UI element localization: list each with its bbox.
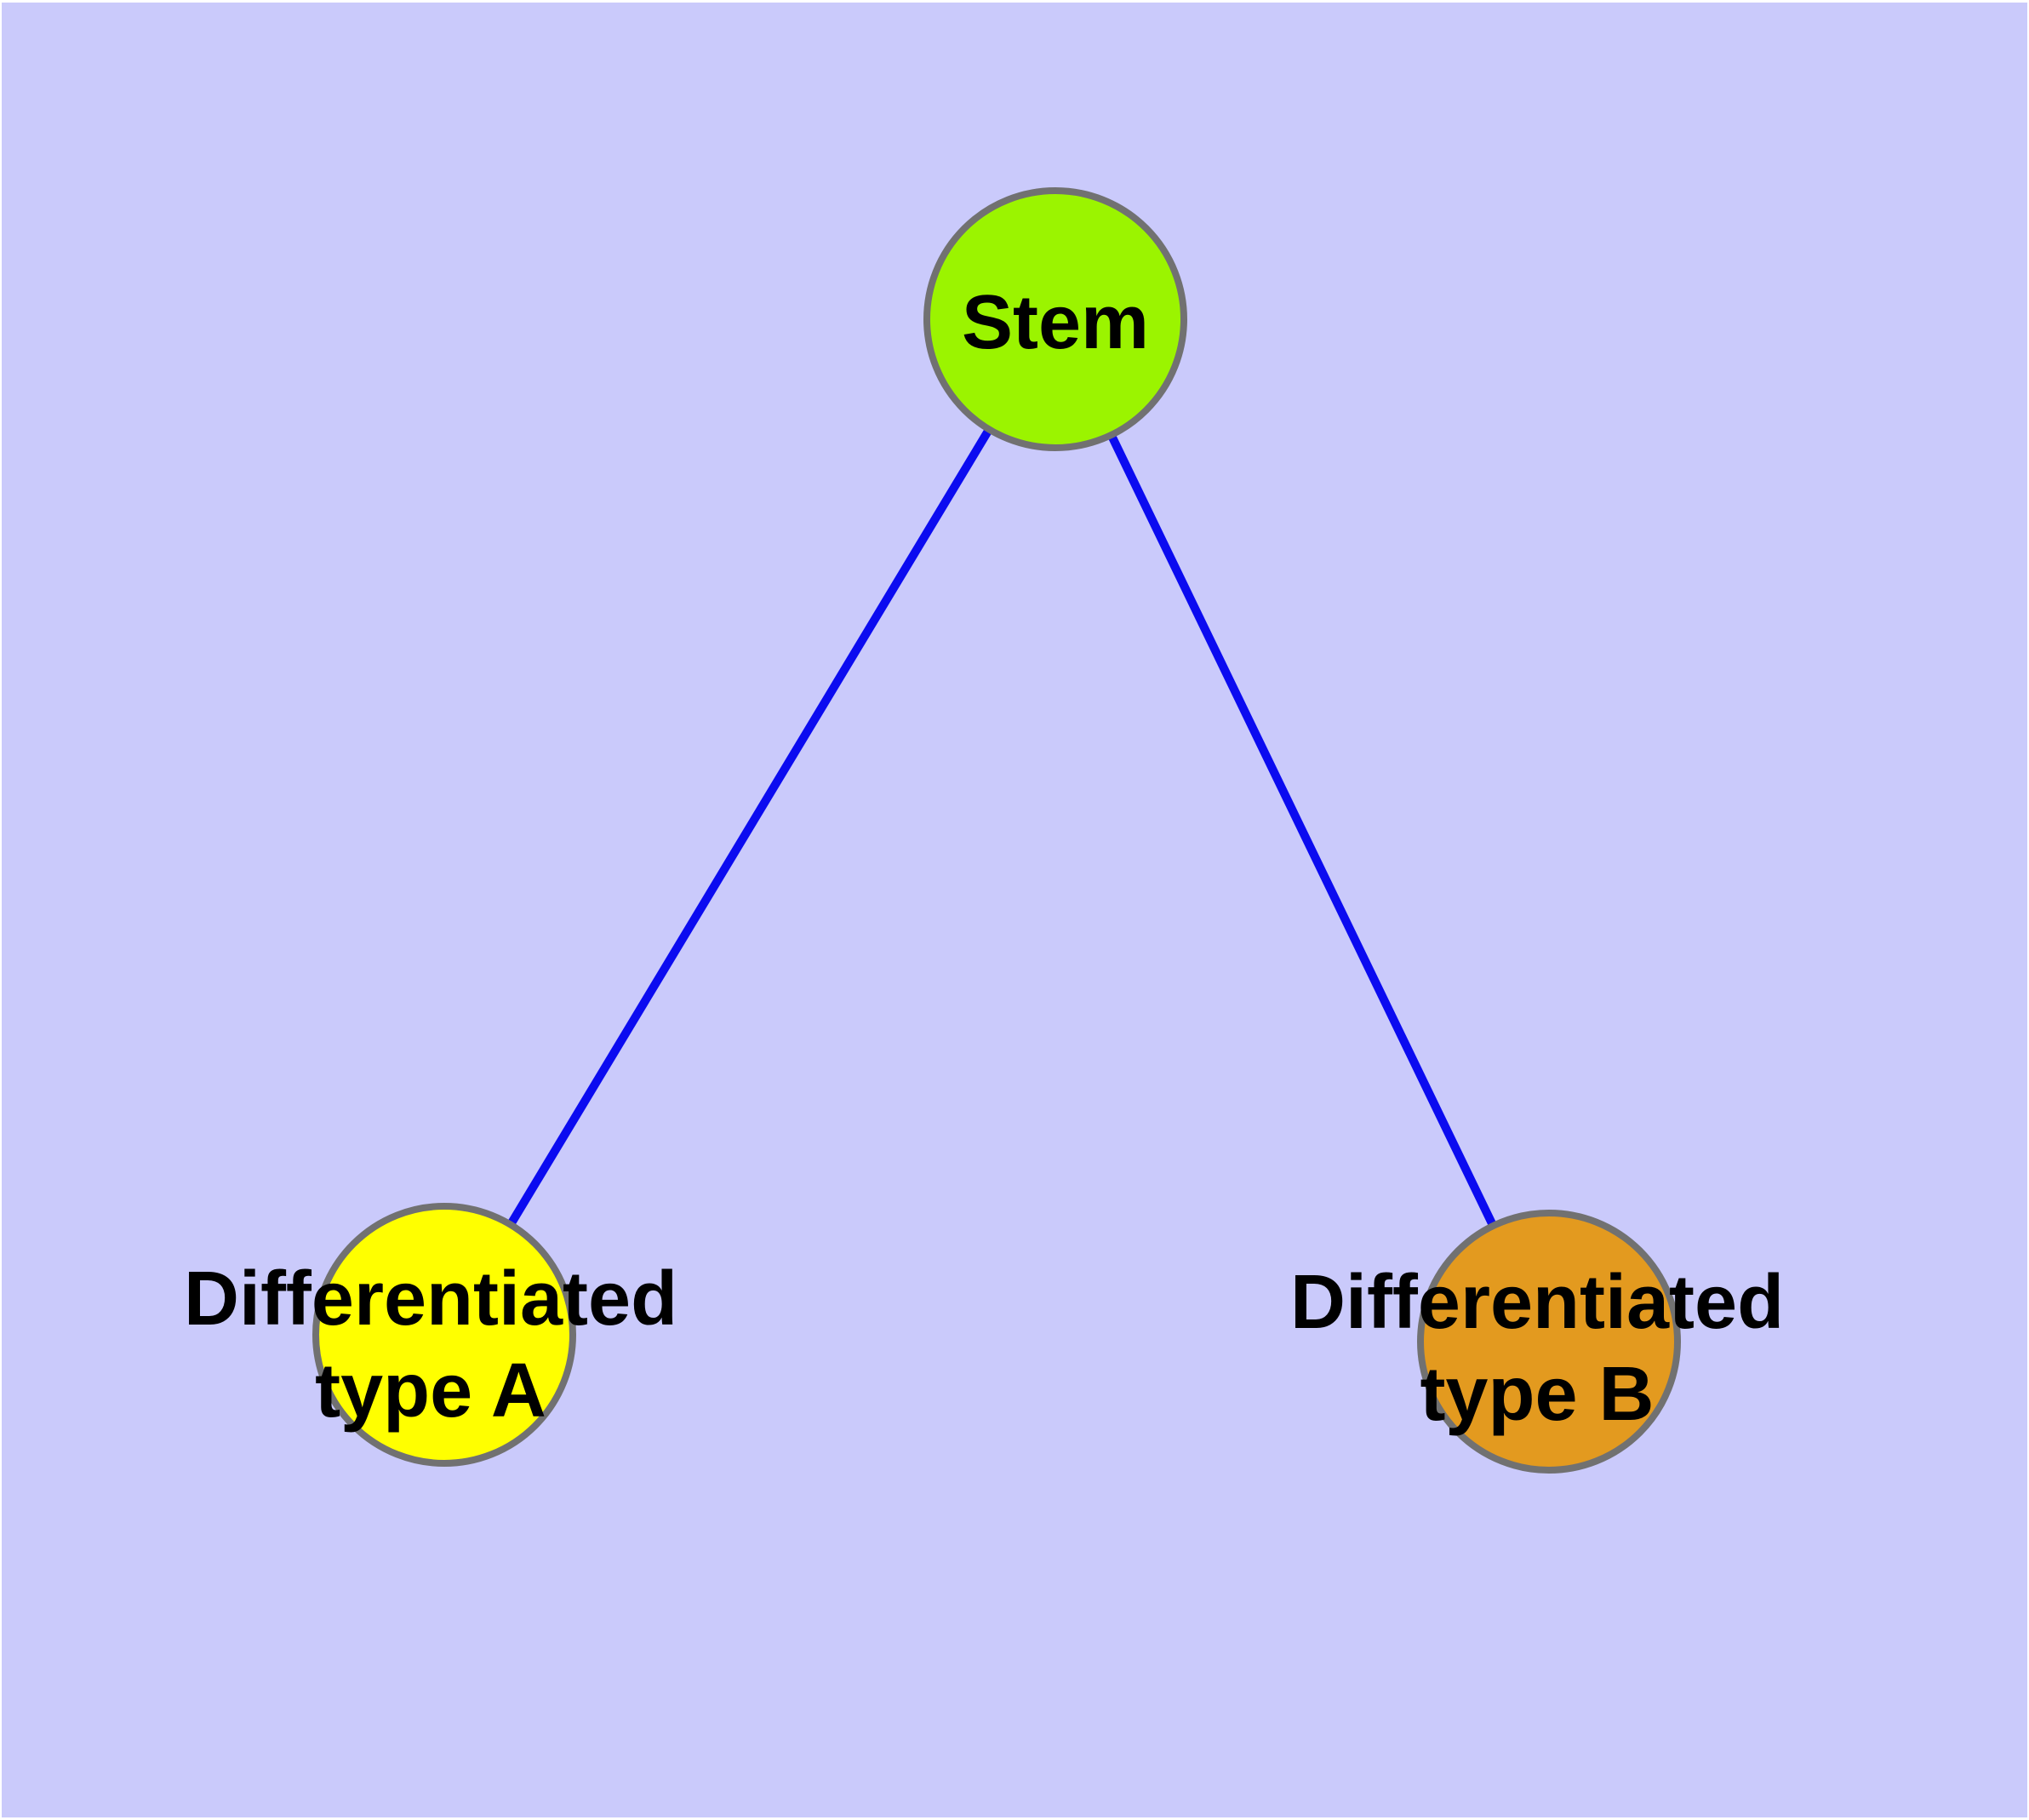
node-label-stem: Stem: [962, 277, 1149, 369]
graph-canvas: Stem Differentiated type A Differentiate…: [2, 3, 2027, 1817]
label-line: type B: [1420, 1352, 1655, 1437]
node-label-differentiated-type-a: Differentiated type A: [184, 1253, 677, 1437]
node-differentiated-type-b: [1417, 1210, 1681, 1474]
label-line: Stem: [961, 280, 1150, 365]
node-differentiated-type-a: [312, 1203, 576, 1467]
edges-layer: [440, 317, 1553, 1344]
label-line: type A: [315, 1348, 546, 1434]
edge-stem-to-type-a: [440, 317, 1060, 1337]
edge-stem-to-type-b: [1051, 317, 1553, 1344]
label-line: Differentiated: [183, 1256, 678, 1342]
node-label-differentiated-type-b: Differentiated type B: [1290, 1256, 1784, 1440]
label-line: Differentiated: [1289, 1260, 1785, 1345]
node-stem: [923, 187, 1187, 451]
